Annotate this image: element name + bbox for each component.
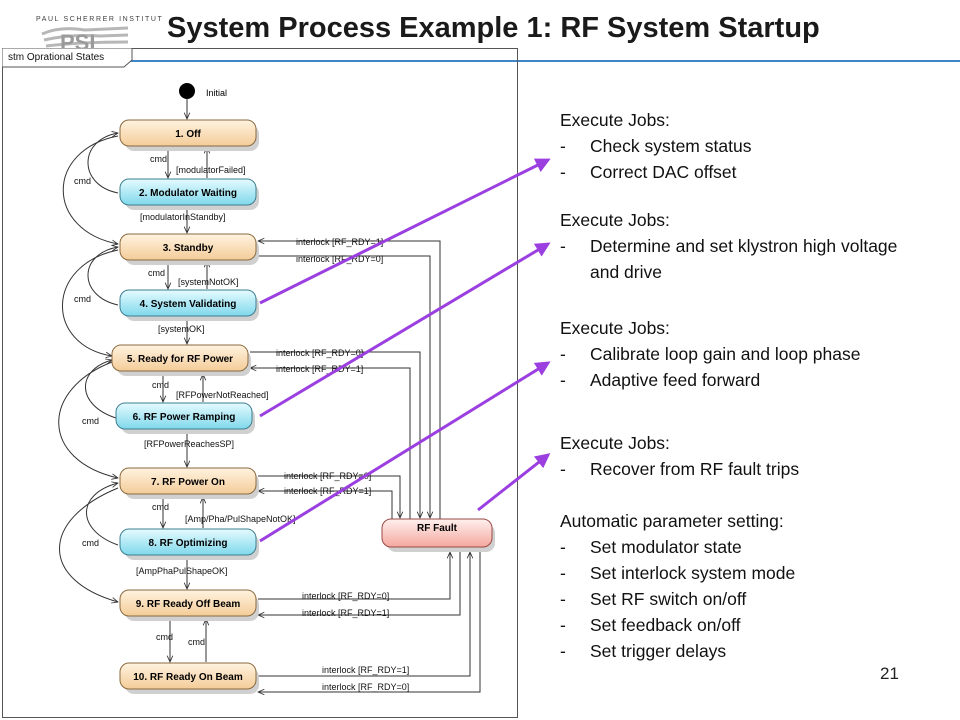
- jobs-block-1: Execute Jobs: -Check system status -Corr…: [560, 107, 910, 185]
- jobs-block-3: Execute Jobs: -Calibrate loop gain and l…: [560, 315, 910, 393]
- guard-labels: cmd [modulatorFailed] [modulatorInStandb…: [74, 154, 409, 692]
- svg-text:interlock [RF_RDY=0]: interlock [RF_RDY=0]: [302, 591, 389, 601]
- svg-text:cmd: cmd: [74, 294, 91, 304]
- jobs-block-4: Execute Jobs: -Recover from RF fault tri…: [560, 430, 910, 482]
- callout-arrow-1: [259, 158, 551, 305]
- list-item: -Set trigger delays: [560, 641, 727, 661]
- jobs-heading: Execute Jobs:: [560, 433, 670, 453]
- state-7-rf-power-on: 7. RF Power On: [119, 467, 259, 499]
- list-item: -Recover from RF fault trips: [560, 459, 800, 479]
- svg-text:interlock [RF_RDY=1]: interlock [RF_RDY=1]: [276, 364, 363, 374]
- svg-text:cmd: cmd: [152, 502, 169, 512]
- svg-text:[RFPowerReachesSP]: [RFPowerReachesSP]: [144, 439, 234, 449]
- callout-arrows: [259, 158, 551, 543]
- svg-text:[modulatorFailed]: [modulatorFailed]: [176, 165, 246, 175]
- state-2-modulator-waiting: 2. Modulator Waiting: [119, 178, 259, 210]
- state-5-ready-for-rf-power: 5. Ready for RF Power: [111, 344, 251, 376]
- svg-text:cmd: cmd: [152, 380, 169, 390]
- initial-label: Initial: [206, 88, 227, 98]
- svg-text:[systemNotOK]: [systemNotOK]: [178, 277, 239, 287]
- state-rf-fault: RF Fault: [381, 518, 495, 552]
- svg-text:8. RF Optimizing: 8. RF Optimizing: [149, 538, 228, 549]
- svg-text:[modulatorInStandby]: [modulatorInStandby]: [140, 212, 226, 222]
- list-item: -Set interlock system mode: [560, 563, 796, 583]
- svg-text:2. Modulator Waiting: 2. Modulator Waiting: [139, 188, 237, 199]
- svg-text:4. System Validating: 4. System Validating: [140, 299, 237, 310]
- parameter-block: Automatic parameter setting: -Set modula…: [560, 508, 910, 664]
- svg-text:interlock [RF_RDY=0]: interlock [RF_RDY=0]: [276, 348, 363, 358]
- jobs-heading: Execute Jobs:: [560, 110, 670, 130]
- title-divider: [130, 60, 960, 62]
- svg-text:RF Fault: RF Fault: [417, 523, 458, 534]
- frame-tab-shape: [2, 48, 133, 68]
- svg-text:cmd: cmd: [82, 538, 99, 548]
- svg-text:7. RF Power On: 7. RF Power On: [151, 477, 225, 488]
- initial-node: [179, 83, 195, 99]
- state-6-rf-power-ramping: 6. RF Power Ramping: [115, 402, 255, 434]
- jobs-heading: Execute Jobs:: [560, 210, 670, 230]
- list-item: -Set modulator state: [560, 537, 742, 557]
- state-10-rf-ready-on-beam: 10. RF Ready On Beam: [119, 662, 259, 694]
- list-item: -Correct DAC offset: [560, 162, 737, 182]
- callout-arrow-2: [259, 242, 551, 418]
- svg-text:interlock [RF_RDY=0]: interlock [RF_RDY=0]: [284, 471, 371, 481]
- svg-text:1. Off: 1. Off: [175, 129, 201, 140]
- svg-text:[AmpPhaPulShapeOK]: [AmpPhaPulShapeOK]: [136, 566, 228, 576]
- svg-text:interlock [RF_RDY=0]: interlock [RF_RDY=0]: [296, 254, 383, 264]
- state-4-system-validating: 4. System Validating: [119, 289, 259, 321]
- svg-text:10. RF Ready On Beam: 10. RF Ready On Beam: [133, 672, 243, 683]
- list-item: -Set RF switch on/off: [560, 589, 747, 609]
- svg-text:interlock [RF_RDY=0]: interlock [RF_RDY=0]: [322, 682, 409, 692]
- list-item: -Calibrate loop gain and loop phase: [560, 344, 861, 364]
- frame-label: stm Oprational States: [8, 52, 105, 63]
- org-name: PAUL SCHERRER INSTITUT: [36, 16, 164, 23]
- state-9-rf-ready-off-beam: 9. RF Ready Off Beam: [119, 589, 259, 621]
- state-3-standby: 3. Standby: [119, 233, 259, 265]
- svg-text:cmd: cmd: [188, 637, 205, 647]
- jobs-block-2: Execute Jobs: -Determine and set klystro…: [560, 207, 910, 285]
- svg-text:5. Ready for RF Power: 5. Ready for RF Power: [127, 354, 233, 365]
- state-1-off: 1. Off: [119, 119, 259, 151]
- svg-text:[Amp/Pha/PulShapeNotOK]: [Amp/Pha/PulShapeNotOK]: [185, 514, 296, 524]
- list-item: -Set feedback on/off: [560, 615, 741, 635]
- callout-arrow-4: [477, 453, 551, 512]
- svg-text:cmd: cmd: [82, 416, 99, 426]
- parameter-heading: Automatic parameter setting:: [560, 511, 784, 531]
- page-number: 21: [880, 664, 899, 683]
- page-title: System Process Example 1: RF System Star…: [167, 12, 820, 44]
- state-8-rf-optimizing: 8. RF Optimizing: [119, 528, 259, 560]
- svg-text:[RFPowerNotReached]: [RFPowerNotReached]: [176, 390, 269, 400]
- jobs-heading: Execute Jobs:: [560, 318, 670, 338]
- svg-text:3. Standby: 3. Standby: [163, 243, 214, 254]
- svg-text:interlock [RF_RDY=1]: interlock [RF_RDY=1]: [302, 608, 389, 618]
- list-item: -Determine and set klystron high voltage…: [560, 236, 898, 282]
- svg-text:6. RF Power Ramping: 6. RF Power Ramping: [133, 412, 236, 423]
- svg-text:cmd: cmd: [148, 268, 165, 278]
- svg-text:interlock [RF_RDY=1]: interlock [RF_RDY=1]: [296, 237, 383, 247]
- list-item: -Adaptive feed forward: [560, 370, 761, 390]
- svg-text:cmd: cmd: [74, 176, 91, 186]
- svg-text:cmd: cmd: [150, 154, 167, 164]
- svg-text:interlock [RF_RDY=1]: interlock [RF_RDY=1]: [284, 486, 371, 496]
- svg-text:cmd: cmd: [156, 632, 173, 642]
- svg-text:[systemOK]: [systemOK]: [158, 324, 205, 334]
- svg-text:9. RF Ready Off Beam: 9. RF Ready Off Beam: [136, 599, 241, 610]
- svg-text:interlock [RF_RDY=1]: interlock [RF_RDY=1]: [322, 665, 409, 675]
- list-item: -Check system status: [560, 136, 752, 156]
- transitions: [58, 133, 481, 692]
- callout-arrow-3: [259, 361, 551, 543]
